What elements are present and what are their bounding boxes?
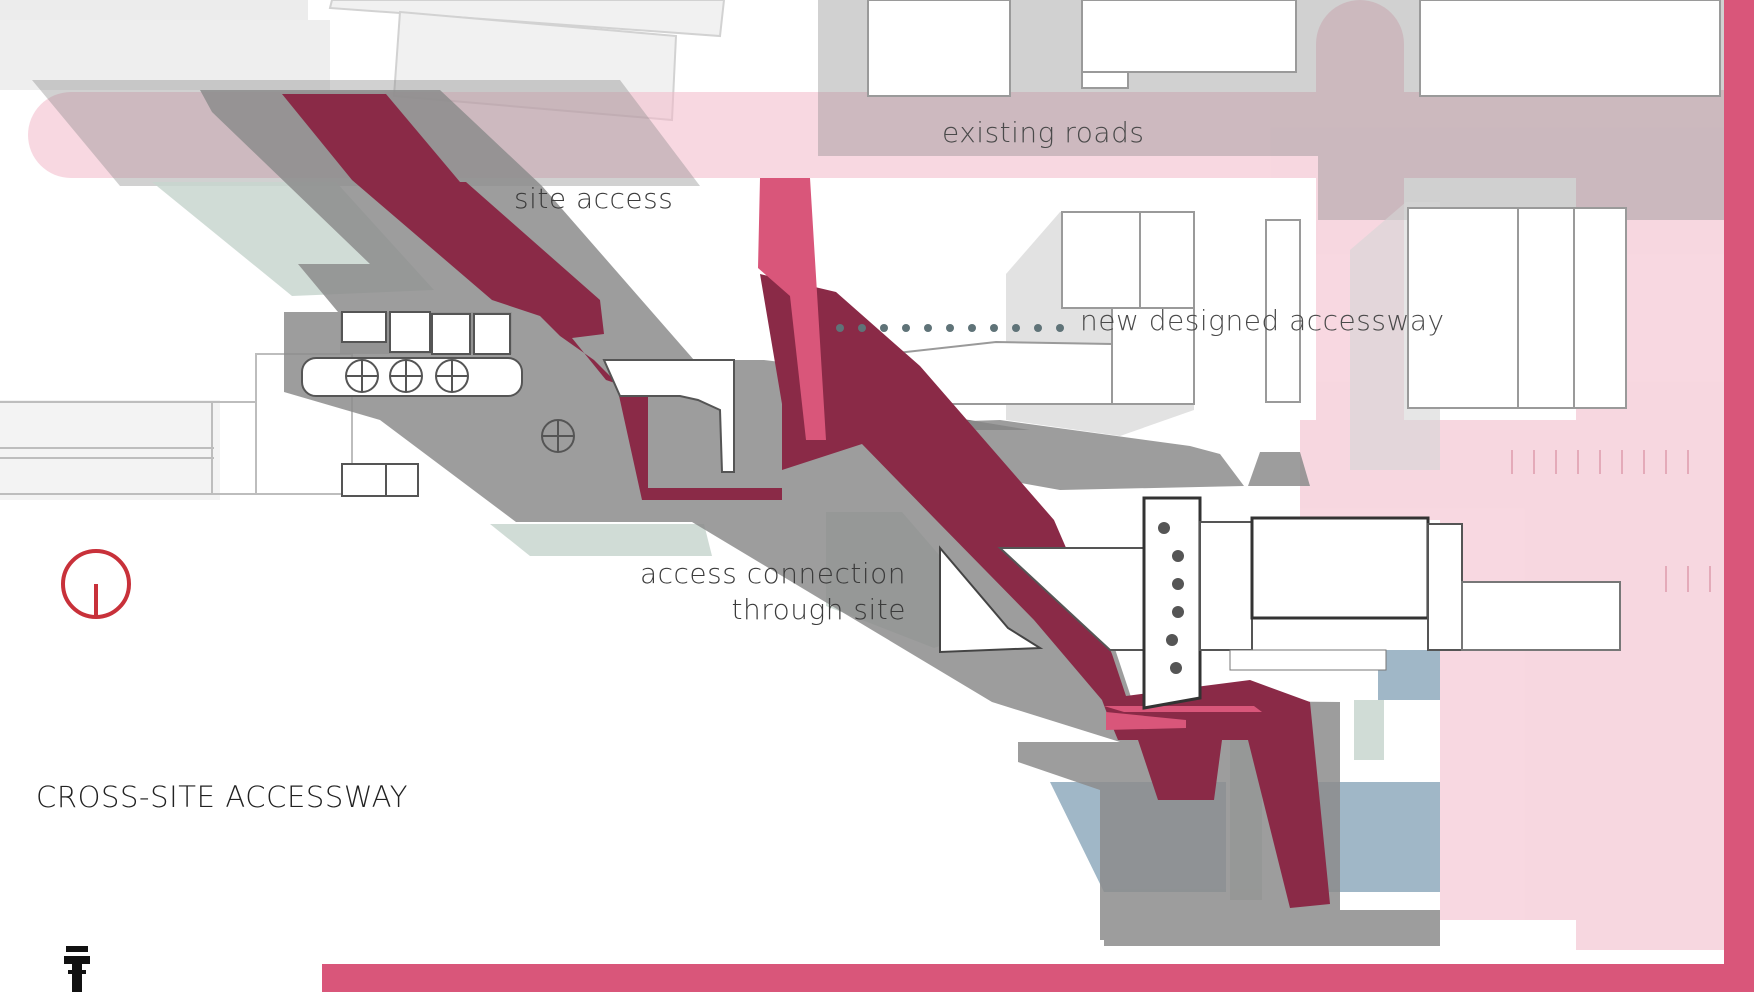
label-site-access: site access [514, 182, 674, 215]
buildings-station [939, 496, 1621, 710]
scale-bar-icon [64, 946, 90, 992]
label-new-accessway: new designed accessway [1080, 304, 1445, 337]
label-access-connection-line2: through site [731, 593, 906, 626]
buildings-top-right [867, 0, 1721, 97]
site-footprint [200, 90, 1440, 946]
label-existing-roads: existing roads [942, 116, 1145, 149]
accessway-dots [836, 324, 1064, 332]
diagram-title: CROSS-SITE ACCESSWAY [36, 780, 409, 814]
label-access-connection: access connection through site [560, 556, 906, 628]
access-path [282, 94, 1330, 908]
accent-roads [322, 0, 1754, 992]
label-access-connection-line1: access connection [639, 557, 906, 590]
hatching [1511, 450, 1711, 592]
buildings-center [301, 311, 735, 497]
north-arrow-icon [61, 549, 131, 619]
buildings-middle-right [852, 202, 1627, 470]
